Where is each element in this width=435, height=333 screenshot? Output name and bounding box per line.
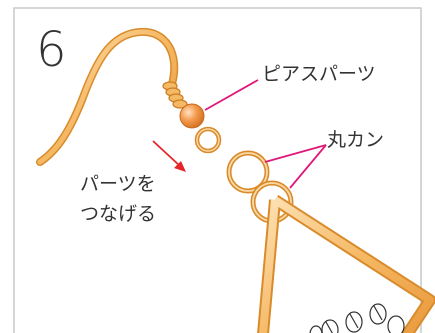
instruction-line-1: パーツを <box>80 173 156 195</box>
label-jump-ring: 丸カン <box>327 129 384 151</box>
leader-jump-ring-2 <box>289 144 327 189</box>
triangle-pendant <box>257 194 435 333</box>
ear-wire-hook <box>36 27 222 166</box>
leader-lines <box>204 79 327 189</box>
panel-frame <box>13 7 422 333</box>
direction-arrow <box>152 140 186 172</box>
fringe-charms <box>309 303 405 333</box>
coil <box>162 81 188 109</box>
instruction-line-2: つなげる <box>80 203 156 225</box>
step-number: 6 <box>36 22 67 78</box>
label-earring-part: ピアスパーツ <box>262 63 376 85</box>
leader-earring-part <box>204 79 259 111</box>
bead <box>179 103 205 129</box>
leader-jump-ring-1 <box>264 144 327 163</box>
